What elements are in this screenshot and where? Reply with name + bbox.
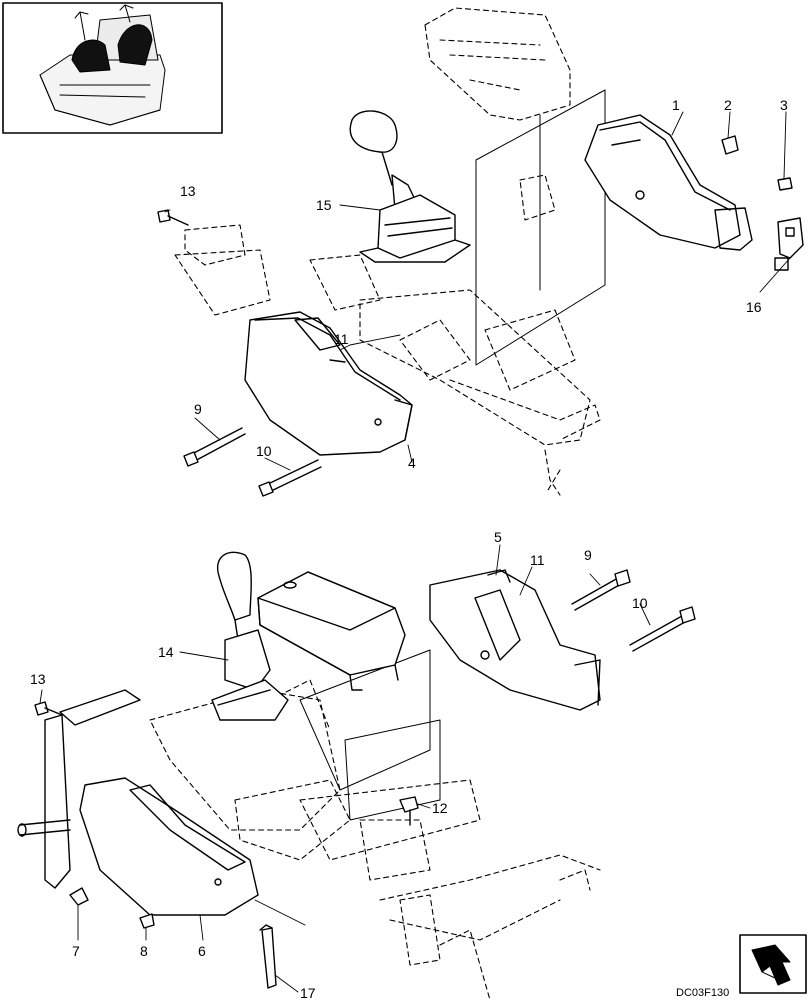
knob-part-2: [721, 135, 739, 155]
joystick-14: [211, 551, 289, 721]
callout-4: 4: [408, 455, 416, 471]
inset-seat-view: [2, 2, 223, 134]
callout-7: 7: [72, 943, 80, 959]
operator-seat-with-joysticks-icon: [39, 4, 166, 126]
callout-labels: 1 2 3 13 15 11 16 9 10 4 5 11 9 10 14 13…: [30, 97, 788, 1000]
bracket-part-16: [774, 217, 804, 271]
bolt-part-10-lower: [629, 606, 696, 652]
callout-8: 8: [140, 943, 148, 959]
callout-15: 15: [316, 197, 332, 213]
callout-10-lower: 10: [632, 595, 648, 611]
callout-17: 17: [300, 985, 316, 1000]
cover-part-6: [79, 777, 259, 916]
plug-part-7: [69, 887, 89, 906]
callout-3: 3: [780, 97, 788, 113]
cover-part-5: [429, 569, 601, 711]
plug-part-8: [139, 913, 155, 929]
callout-11-upper: 11: [334, 331, 349, 347]
callout-5: 5: [494, 529, 502, 545]
callout-16: 16: [746, 299, 762, 315]
bolt-part-13-upper: [157, 209, 189, 226]
callout-2: 2: [724, 97, 732, 113]
bolt-part-13-lower: [34, 701, 63, 716]
callout-13-lower: 13: [30, 671, 46, 687]
upper-assembly: [157, 7, 804, 497]
callout-14: 14: [158, 644, 174, 660]
figure-code: DC03F130: [676, 987, 729, 999]
clip-part-17: [259, 924, 277, 989]
callout-13-upper: 13: [180, 183, 196, 199]
next-page-arrow-icon[interactable]: [739, 934, 807, 994]
callout-6: 6: [198, 943, 206, 959]
side-bracket: [17, 689, 141, 889]
callout-12: 12: [432, 800, 448, 816]
callout-1: 1: [672, 97, 680, 113]
knob-part-3: [777, 177, 793, 191]
joystick-15: [349, 110, 471, 263]
bolt-part-9-lower: [571, 569, 631, 611]
callout-9-lower: 9: [584, 547, 592, 563]
leader-lines: [39, 111, 791, 993]
armrest-console: [257, 571, 406, 691]
upper-console-frame: [174, 7, 601, 496]
bolt-part-9-upper: [183, 427, 246, 467]
callout-10-upper: 10: [256, 443, 272, 459]
callout-11-lower: 11: [530, 552, 545, 568]
callout-9-upper: 9: [194, 401, 202, 417]
bolt-part-10-upper: [258, 459, 322, 497]
cover-part-1: [584, 114, 753, 251]
lower-assembly: [17, 551, 696, 1000]
bolt-part-12: [399, 796, 419, 826]
lower-frame: [149, 679, 601, 1000]
cover-part-4: [244, 311, 413, 456]
